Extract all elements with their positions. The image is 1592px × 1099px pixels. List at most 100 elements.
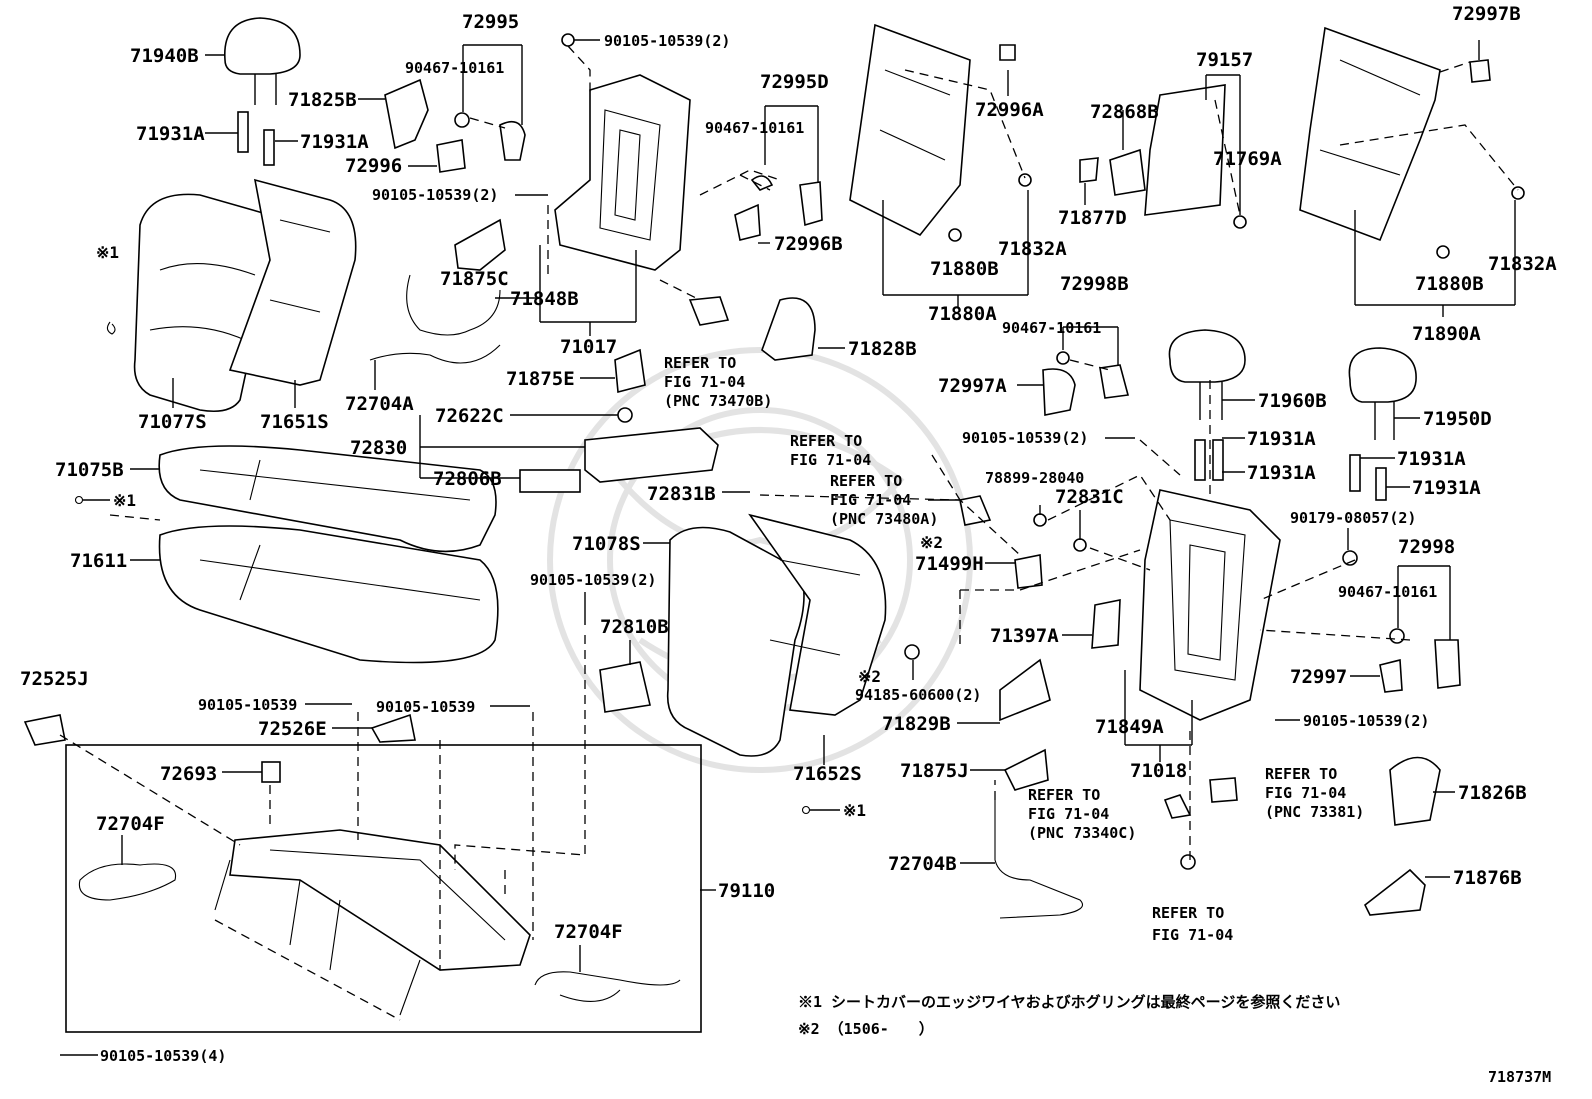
part-label[interactable]: 90105-10539(2) — [604, 32, 730, 50]
part-label[interactable]: 72831C — [1055, 486, 1124, 508]
part-label[interactable]: 71832A — [998, 238, 1067, 260]
part-label[interactable]: 72622C — [435, 405, 504, 427]
part-label[interactable]: 71077S — [138, 411, 207, 433]
part-label[interactable]: 71826B — [1458, 782, 1527, 804]
part-label[interactable]: 71875C — [440, 268, 509, 290]
part-label[interactable]: 71829B — [882, 713, 951, 735]
ref-line: FIG 71-04 — [790, 451, 871, 469]
part-label[interactable]: 71931A — [1247, 428, 1316, 450]
part-label[interactable]: 72704B — [888, 853, 957, 875]
part-label[interactable]: 71849A — [1095, 716, 1164, 738]
frame-79110-box — [65, 744, 702, 1033]
part-label[interactable]: 71828B — [848, 338, 917, 360]
part-label[interactable]: 72998B — [1060, 273, 1129, 295]
part-label[interactable]: 71875J — [900, 760, 969, 782]
ref-line: FIG 71-04 — [1028, 805, 1109, 823]
part-label[interactable]: 71931A — [1397, 448, 1466, 470]
part-label[interactable]: 71877D — [1058, 207, 1127, 229]
part-label[interactable]: 71075B — [55, 459, 124, 481]
part-label[interactable]: 72806B — [433, 468, 502, 490]
part-label[interactable]: 90105-10539 — [198, 696, 297, 714]
part-label[interactable]: 72868B — [1090, 101, 1159, 123]
headrest-71950d — [1348, 347, 1417, 403]
part-label[interactable]: 90467-10161 — [405, 59, 504, 77]
part-label[interactable]: 71769A — [1213, 148, 1282, 170]
part-label[interactable]: 90105-10539(2) — [530, 571, 656, 589]
part-label[interactable]: 71652S — [793, 763, 862, 785]
part-label[interactable]: 71825B — [288, 89, 357, 111]
ref-line: REFER TO — [790, 432, 862, 450]
ref-line: (PNC 73340C) — [1028, 824, 1136, 842]
note-symbol: ※2 — [858, 667, 881, 686]
part-label[interactable]: 71940B — [130, 45, 199, 67]
part-label[interactable]: 72704F — [554, 921, 623, 943]
part-label[interactable]: 90467-10161 — [1338, 583, 1437, 601]
part-label[interactable]: 90467-10161 — [705, 119, 804, 137]
part-label[interactable]: 90179-08057(2) — [1290, 509, 1416, 527]
part-label[interactable]: 71880B — [930, 258, 999, 280]
part-label[interactable]: 78899-28040 — [985, 469, 1084, 487]
part-label[interactable]: 90467-10161 — [1002, 319, 1101, 337]
part-72996b — [734, 203, 761, 241]
footnote-2: ※2 （1506- ） — [798, 1020, 934, 1038]
part-label[interactable]: 71017 — [560, 336, 617, 358]
part-label[interactable]: 71078S — [572, 533, 641, 555]
part-label[interactable]: 72996A — [975, 99, 1044, 121]
part-labels: 71940B 71931A 71931A 71825B 72996 72995 … — [20, 3, 1557, 1065]
part-label[interactable]: 72704F — [96, 813, 165, 835]
part-label[interactable]: 71880A — [928, 303, 997, 325]
part-label[interactable]: 79110 — [718, 880, 775, 902]
part-label[interactable]: 72998 — [1398, 536, 1455, 558]
part-label[interactable]: 72995D — [760, 71, 829, 93]
ref-line: FIG 71-04 — [1152, 926, 1233, 944]
hinge-72995 — [499, 120, 526, 161]
part-label[interactable]: 72693 — [160, 763, 217, 785]
part-label[interactable]: 71876B — [1453, 867, 1522, 889]
part-label[interactable]: 72526E — [258, 718, 327, 740]
cushion-cover-71075b — [158, 445, 497, 553]
part-label[interactable]: 72997B — [1452, 3, 1521, 25]
pad-71652s — [748, 513, 887, 716]
ref-line: REFER TO — [664, 354, 736, 372]
part-label[interactable]: 71880B — [1415, 273, 1484, 295]
part-label[interactable]: 72997A — [938, 375, 1007, 397]
ref-line: FIG 71-04 — [830, 491, 911, 509]
part-label[interactable]: 71651S — [260, 411, 329, 433]
part-label[interactable]: 90105-10539(2) — [1303, 712, 1429, 730]
part-label[interactable]: 71397A — [990, 625, 1059, 647]
part-label[interactable]: 90105-10539(4) — [100, 1047, 226, 1065]
clip-72996a — [999, 44, 1016, 61]
part-label[interactable]: 72830 — [350, 437, 407, 459]
part-label[interactable]: 71875E — [506, 368, 575, 390]
part-label[interactable]: 72996 — [345, 155, 402, 177]
part-label[interactable]: 72525J — [20, 668, 89, 690]
part-label[interactable]: 71960B — [1258, 390, 1327, 412]
part-label[interactable]: 90105-10539(2) — [962, 429, 1088, 447]
part-label[interactable]: 71848B — [510, 288, 579, 310]
part-label[interactable]: 71931A — [136, 123, 205, 145]
part-label[interactable]: 90105-10539(2) — [372, 186, 498, 204]
part-label[interactable]: 71931A — [300, 131, 369, 153]
part-label[interactable]: 71611 — [70, 550, 127, 572]
part-label[interactable]: 71832A — [1488, 253, 1557, 275]
part-label[interactable]: 72831B — [647, 483, 716, 505]
part-label[interactable]: 71931A — [1412, 477, 1481, 499]
part-label[interactable]: 71931A — [1247, 462, 1316, 484]
part-label[interactable]: 72704A — [345, 393, 414, 415]
part-label[interactable]: 71499H — [915, 553, 984, 575]
part-label[interactable]: 71018 — [1130, 760, 1187, 782]
part-label[interactable]: 72997 — [1290, 666, 1347, 688]
ref-line: FIG 71-04 — [1265, 784, 1346, 802]
part-label[interactable]: 72810B — [600, 616, 669, 638]
part-label[interactable]: 90105-10539 — [376, 698, 475, 716]
part-label[interactable]: 72996B — [774, 233, 843, 255]
part-label[interactable]: 94185-60600(2) — [855, 686, 981, 704]
part-label[interactable]: 71950D — [1423, 408, 1492, 430]
part-label[interactable]: 79157 — [1196, 49, 1253, 71]
part-71397a — [1091, 599, 1121, 649]
part-label[interactable]: 71890A — [1412, 323, 1481, 345]
headrest-71960b — [1168, 329, 1246, 383]
part-label[interactable]: 72995 — [462, 11, 519, 33]
